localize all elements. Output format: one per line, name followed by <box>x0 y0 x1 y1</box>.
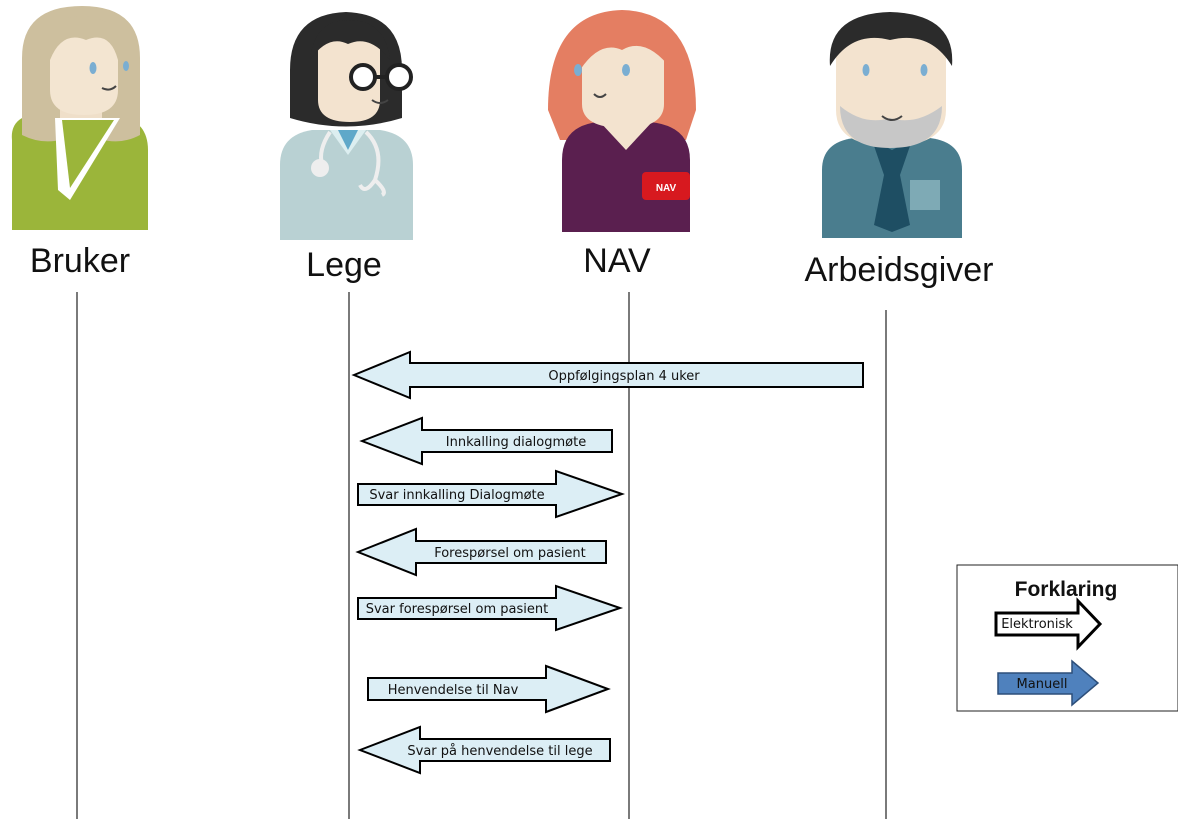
message-arrow: Oppfølgingsplan 4 uker <box>351 350 864 400</box>
legend-item-manual: Manuell <box>997 659 1100 707</box>
legend-item-electronic: Elektronisk <box>994 597 1103 651</box>
legend: Forklaring Elektronisk Manuell <box>956 564 1178 712</box>
actor-label-lege: Lege <box>306 246 382 284</box>
actor-label-arbeidsgiver: Arbeidsgiver <box>805 251 994 289</box>
message-arrow: Svar på henvendelse til lege <box>357 725 611 775</box>
message-arrow: Forespørsel om pasient <box>355 527 607 577</box>
legend-title: Forklaring <box>1015 578 1118 601</box>
message-label: Svar på henvendelse til lege <box>407 744 592 759</box>
message-label: Svar innkalling Dialogmøte <box>369 488 544 503</box>
doctor-avatar-icon <box>280 12 413 240</box>
actor-label-bruker: Bruker <box>30 242 130 280</box>
message-arrow: Innkalling dialogmøte <box>359 416 613 466</box>
message-arrow: Svar forespørsel om pasient <box>357 584 624 632</box>
employer-avatar-icon <box>822 12 962 238</box>
actor-label-nav: NAV <box>583 242 651 280</box>
patient-avatar-icon <box>11 6 149 230</box>
nav-officer-avatar-icon: NAV <box>548 10 696 232</box>
message-label: Oppfølgingsplan 4 uker <box>548 369 700 384</box>
message-label: Innkalling dialogmøte <box>446 435 586 450</box>
message-arrow: Svar innkalling Dialogmøte <box>357 469 626 519</box>
nav-badge-text: NAV <box>656 183 677 194</box>
nav-badge-icon <box>642 172 690 200</box>
message-label: Forespørsel om pasient <box>434 546 586 561</box>
legend-label-manual: Manuell <box>1017 677 1068 692</box>
message-arrow: Henvendelse til Nav <box>367 664 611 714</box>
legend-label-electronic: Elektronisk <box>1001 617 1073 632</box>
message-label: Henvendelse til Nav <box>388 683 519 698</box>
message-label: Svar forespørsel om pasient <box>366 602 549 617</box>
